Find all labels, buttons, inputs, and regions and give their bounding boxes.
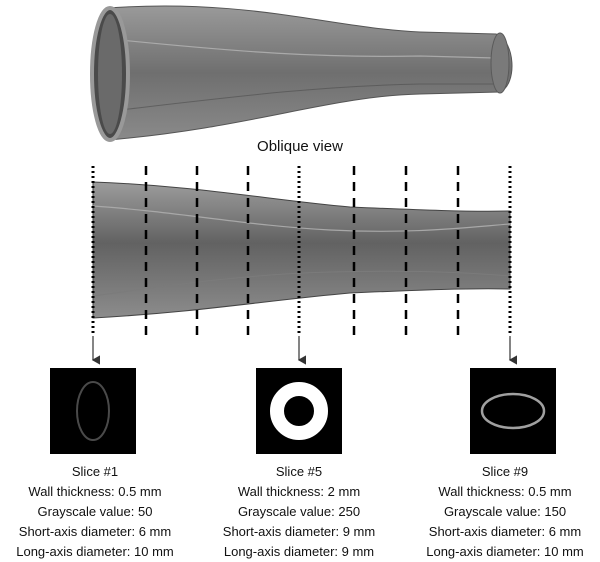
slice-1-short-axis: Short-axis diameter: 6 mm — [18, 524, 172, 539]
slice-9-info: Slice #9 Wall thickness: 0.5 mm Grayscal… — [410, 462, 600, 562]
slice-5-title: Slice #5 — [275, 464, 323, 479]
slice-1-wall-thickness: Wall thickness: 0.5 mm — [28, 484, 162, 499]
slice-9-wall-thickness: Wall thickness: 0.5 mm — [438, 484, 572, 499]
slice-1-long-axis: Long-axis diameter: 10 mm — [16, 544, 174, 559]
slice-5-info: Slice #5 Wall thickness: 2 mm Grayscale … — [204, 462, 394, 562]
slice-position-lines — [91, 166, 512, 336]
slice-9-grayscale: Grayscale value: 150 — [443, 504, 567, 519]
slice-5-short-axis: Short-axis diameter: 9 mm — [222, 524, 376, 539]
slice-arrows — [91, 336, 518, 365]
slice-5-image — [256, 368, 342, 454]
slice-9-image — [470, 368, 556, 454]
slice-5-grayscale: Grayscale value: 250 — [237, 504, 361, 519]
slice-9-long-axis: Long-axis diameter: 10 mm — [426, 544, 584, 559]
oblique-view-tube — [90, 5, 513, 142]
slice-1-info: Slice #1 Wall thickness: 0.5 mm Grayscal… — [0, 462, 190, 562]
slice-5-long-axis: Long-axis diameter: 9 mm — [223, 544, 375, 559]
slice-9-short-axis: Short-axis diameter: 6 mm — [428, 524, 582, 539]
side-view-tube — [92, 181, 511, 319]
oblique-view-caption: Oblique view — [257, 138, 343, 155]
slice-1-image — [50, 368, 136, 454]
slice-1-grayscale: Grayscale value: 50 — [37, 504, 153, 519]
slice-1-title: Slice #1 — [71, 464, 119, 479]
slice-5-wall-thickness: Wall thickness: 2 mm — [237, 484, 361, 499]
slice-9-title: Slice #9 — [481, 464, 529, 479]
